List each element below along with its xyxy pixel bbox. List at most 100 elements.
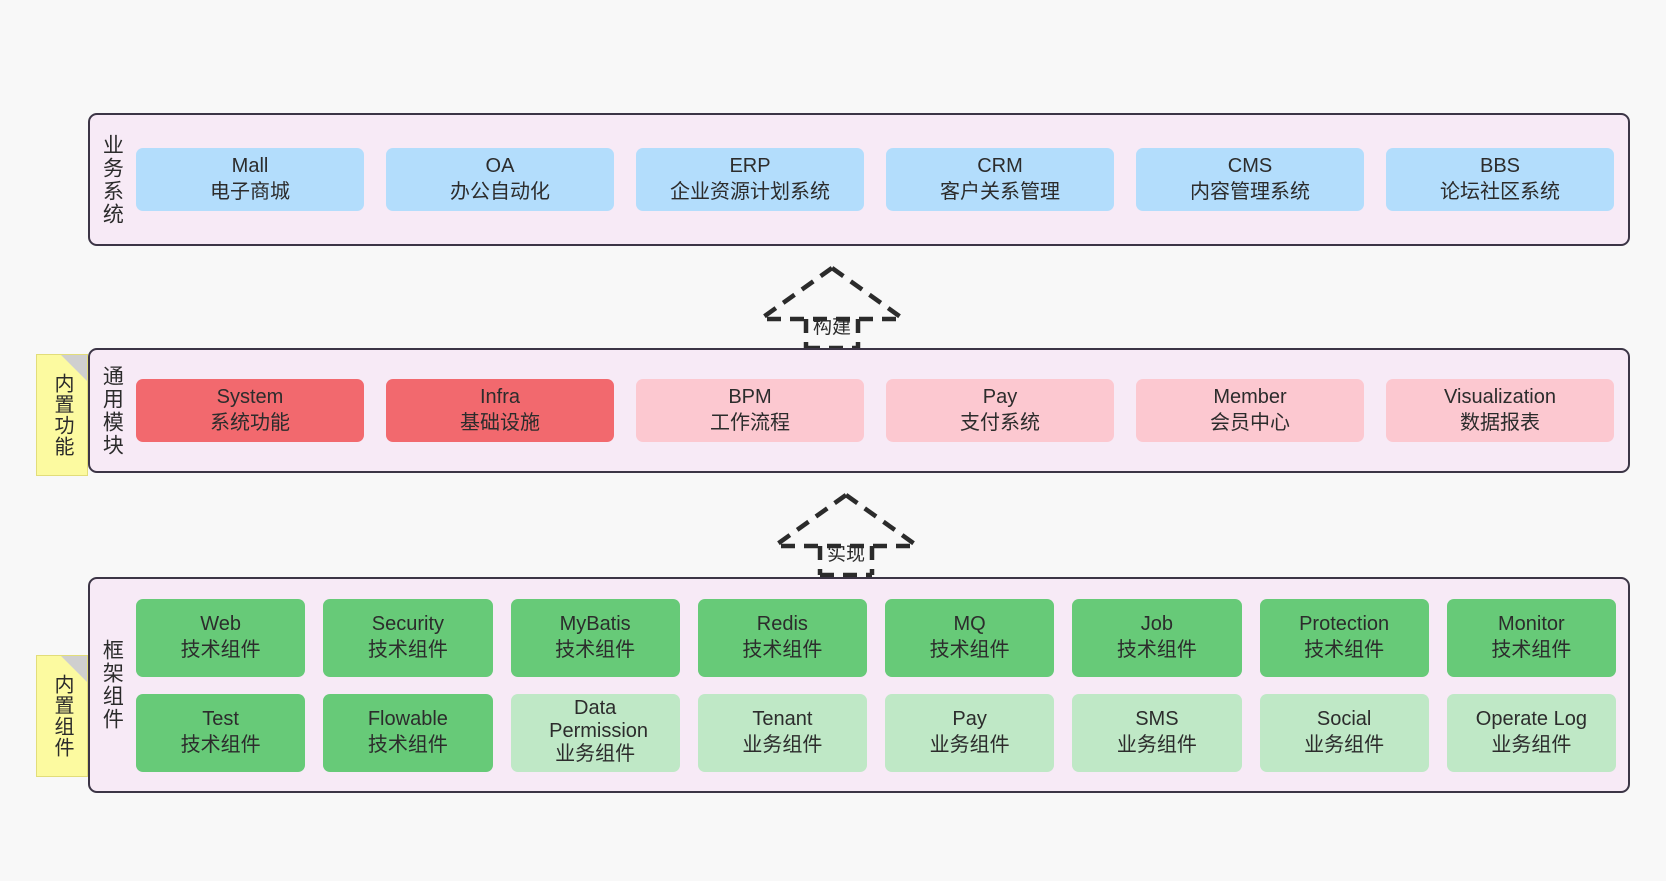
layer-body-framework: Web 技术组件 Security 技术组件 MyBatis 技术组件 Redi… [132,579,1628,791]
layer-title-business: 业务系统 [100,133,124,226]
arrowhead-left-edge [760,266,834,320]
card-subtitle: 技术组件 [367,638,448,661]
card-pay-business[interactable]: Pay 业务组件 [885,693,1055,772]
card-subtitle: 技术组件 [1304,638,1385,661]
card-title: Protection [1299,612,1390,635]
card-test[interactable]: Test 技术组件 [136,693,306,772]
card-subtitle: 工作流程 [710,411,790,434]
layer-common: 通用模块 System 系统功能 Infra 基础设施 BPM 工作流程 Pay… [88,348,1630,473]
card-title: Monitor [1498,612,1565,635]
card-subtitle: 技术组件 [555,638,636,661]
note-label: 内置组件 [51,674,73,758]
card-subtitle: 数据报表 [1460,411,1540,434]
card-mq[interactable]: MQ 技术组件 [885,598,1055,677]
layer-body-business: Mall 电子商城 OA 办公自动化 ERP 企业资源计划系统 CRM 客户关系… [132,115,1628,244]
card-bpm[interactable]: BPM 工作流程 [636,378,864,443]
card-member[interactable]: Member 会员中心 [1136,378,1364,443]
layer-body-common: System 系统功能 Infra 基础设施 BPM 工作流程 Pay 支付系统… [132,350,1628,471]
card-social[interactable]: Social 业务组件 [1259,693,1429,772]
card-system[interactable]: System 系统功能 [136,378,364,443]
card-title: Job [1140,612,1173,635]
card-sms[interactable]: SMS 业务组件 [1072,693,1242,772]
card-subtitle: 业务组件 [929,733,1010,756]
card-subtitle: 企业资源计划系统 [670,180,830,203]
card-subtitle: 技术组件 [180,638,261,661]
card-monitor[interactable]: Monitor 技术组件 [1446,598,1616,677]
card-title: Visualization [1444,385,1556,408]
card-title: System [216,385,284,408]
card-title: BPM [728,385,772,408]
card-cms[interactable]: CMS 内容管理系统 [1136,147,1364,212]
card-mybatis[interactable]: MyBatis 技术组件 [510,598,680,677]
card-data-permission[interactable]: Data Permission 业务组件 [510,693,680,772]
arrowhead-right-edge [844,493,918,547]
arrowhead-right-edge [830,266,904,320]
note-builtin-features: 内置功能 [36,354,88,476]
card-flowable[interactable]: Flowable 技术组件 [323,693,493,772]
connector-build: 构建 [757,262,907,351]
card-visualization[interactable]: Visualization 数据报表 [1386,378,1614,443]
card-subtitle: 业务组件 [1116,733,1197,756]
card-pay[interactable]: Pay 支付系统 [886,378,1114,443]
card-row: Web 技术组件 Security 技术组件 MyBatis 技术组件 Redi… [136,598,1616,677]
card-subtitle: 技术组件 [1491,638,1572,661]
note-builtin-components: 内置组件 [36,655,88,777]
card-web[interactable]: Web 技术组件 [136,598,306,677]
card-subtitle: 技术组件 [929,638,1010,661]
card-tenant[interactable]: Tenant 业务组件 [697,693,867,772]
card-title: Redis [756,612,808,635]
card-protection[interactable]: Protection 技术组件 [1259,598,1429,677]
card-subtitle: 客户关系管理 [940,180,1060,203]
card-title: ERP [729,154,771,177]
card-subtitle: 内容管理系统 [1190,180,1310,203]
card-subtitle: 论坛社区系统 [1440,180,1560,203]
card-title: Social [1316,707,1372,730]
connector-label-build: 构建 [812,317,852,338]
card-job[interactable]: Job 技术组件 [1072,598,1242,677]
connector-label-implement: 实现 [826,544,866,565]
card-redis[interactable]: Redis 技术组件 [697,598,867,677]
card-erp[interactable]: ERP 企业资源计划系统 [636,147,864,212]
card-title: Pay [952,707,987,730]
card-subtitle: 业务组件 [1304,733,1385,756]
card-mall[interactable]: Mall 电子商城 [136,147,364,212]
note-label: 内置功能 [51,373,73,457]
card-title: Operate Log [1475,707,1587,730]
card-row: System 系统功能 Infra 基础设施 BPM 工作流程 Pay 支付系统… [136,378,1614,443]
card-title: Web [200,612,241,635]
layer-title-framework: 框架组件 [100,639,124,731]
note-fold-corner-icon [61,355,87,381]
card-title: Member [1213,385,1287,408]
card-bbs[interactable]: BBS 论坛社区系统 [1386,147,1614,212]
card-infra[interactable]: Infra 基础设施 [386,378,614,443]
card-security[interactable]: Security 技术组件 [323,598,493,677]
card-operate-log[interactable]: Operate Log 业务组件 [1446,693,1616,772]
layer-title-common: 通用模块 [100,364,124,457]
arrowhead-left-edge [774,493,848,547]
card-oa[interactable]: OA 办公自动化 [386,147,614,212]
card-subtitle: 业务组件 [555,743,636,766]
card-row: Test 技术组件 Flowable 技术组件 Data Permission … [136,693,1616,772]
card-subtitle: 办公自动化 [450,180,550,203]
layer-business: 业务系统 Mall 电子商城 OA 办公自动化 ERP 企业资源计划系统 CRM… [88,113,1630,246]
card-subtitle: 业务组件 [742,733,823,756]
card-title: Data Permission [549,697,649,742]
card-title: SMS [1135,707,1179,730]
card-title: Security [371,612,444,635]
card-row: Mall 电子商城 OA 办公自动化 ERP 企业资源计划系统 CRM 客户关系… [136,147,1614,212]
card-subtitle: 技术组件 [742,638,823,661]
card-subtitle: 会员中心 [1210,411,1290,434]
card-subtitle: 电子商城 [210,180,290,203]
card-subtitle: 基础设施 [460,411,540,434]
card-title: Infra [479,385,521,408]
card-crm[interactable]: CRM 客户关系管理 [886,147,1114,212]
connector-implement: 实现 [771,489,921,578]
card-subtitle: 业务组件 [1491,733,1572,756]
card-subtitle: 技术组件 [180,733,261,756]
card-title: OA [485,154,515,177]
card-title: BBS [1479,154,1521,177]
card-title: CMS [1227,154,1273,177]
card-title: Mall [231,154,269,177]
card-title: Flowable [367,707,448,730]
